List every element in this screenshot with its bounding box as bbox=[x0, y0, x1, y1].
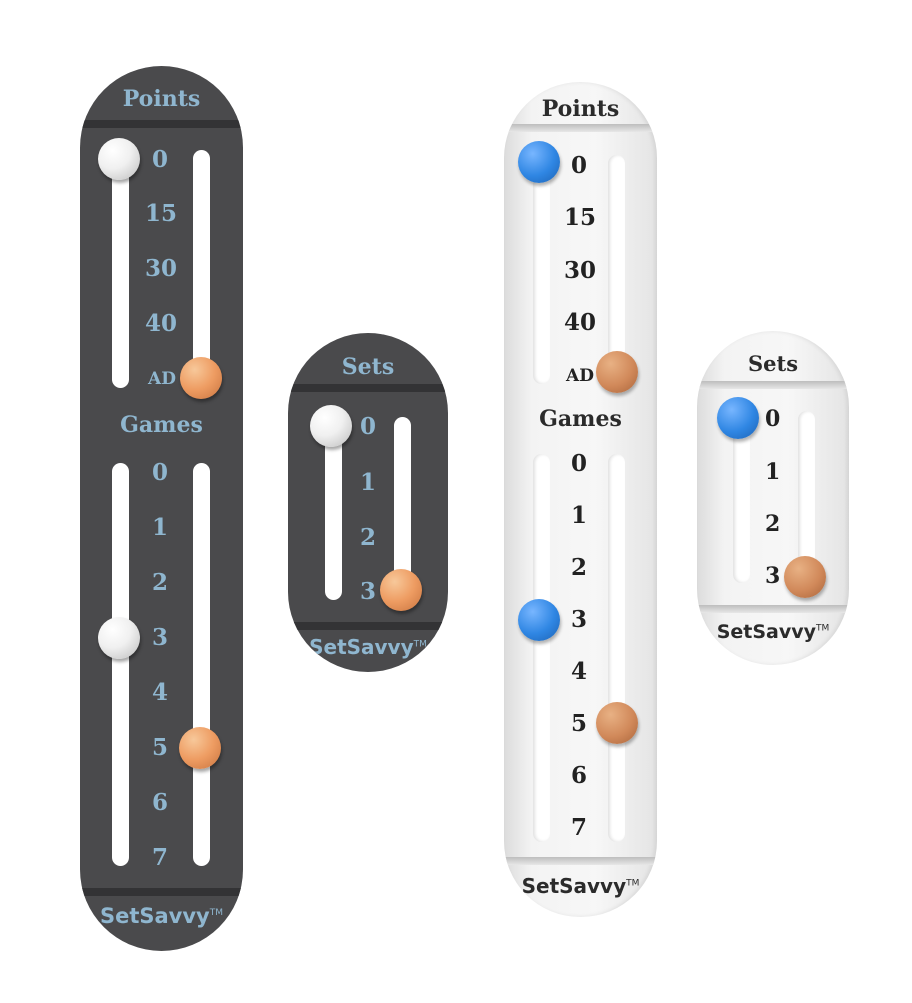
games-peg-left[interactable] bbox=[98, 617, 140, 659]
points-value: AD bbox=[566, 366, 594, 386]
brand-logo: SetSavvyTM bbox=[99, 904, 224, 928]
points-value: 0 bbox=[571, 152, 588, 179]
sets-peg-left[interactable] bbox=[717, 397, 759, 439]
sets-value: 1 bbox=[765, 459, 781, 485]
games-value: 2 bbox=[571, 554, 588, 581]
points-value: 15 bbox=[145, 200, 178, 227]
games-value: 7 bbox=[152, 844, 169, 871]
sets-peg-left[interactable] bbox=[310, 405, 352, 447]
divider-band bbox=[697, 605, 849, 613]
points-value: 40 bbox=[145, 310, 178, 337]
light-sets-scoreboard: Sets 0 1 2 3 SetSavvyTM bbox=[697, 331, 849, 665]
sets-label: Sets bbox=[341, 354, 395, 380]
sets-value: 0 bbox=[765, 406, 781, 432]
games-track-left[interactable] bbox=[112, 463, 129, 866]
games-value: 0 bbox=[571, 450, 588, 477]
sets-value: 3 bbox=[360, 578, 377, 605]
games-value: 3 bbox=[152, 624, 169, 651]
points-peg-right[interactable] bbox=[180, 357, 222, 399]
points-value: 30 bbox=[564, 257, 597, 284]
sets-value: 3 bbox=[765, 563, 781, 589]
games-track-left[interactable] bbox=[533, 454, 550, 842]
divider-band bbox=[504, 857, 657, 865]
sets-track-left[interactable] bbox=[325, 412, 342, 600]
sets-value: 1 bbox=[360, 469, 377, 496]
divider-band bbox=[288, 384, 448, 392]
points-value: 15 bbox=[564, 204, 597, 231]
games-label: Games bbox=[539, 406, 622, 432]
sets-value: 0 bbox=[360, 413, 377, 440]
points-label: Points bbox=[541, 96, 620, 122]
games-label: Games bbox=[120, 412, 203, 438]
brand-logo: SetSavvyTM bbox=[309, 635, 427, 659]
points-value: 30 bbox=[145, 255, 178, 282]
sets-value: 2 bbox=[765, 511, 781, 537]
games-value: 7 bbox=[571, 814, 588, 841]
sets-track-left[interactable] bbox=[733, 411, 750, 583]
points-track-left[interactable] bbox=[112, 146, 129, 388]
dark-sets-scoreboard: Sets 0 1 2 3 SetSavvyTM bbox=[288, 333, 448, 672]
points-label: Points bbox=[122, 86, 201, 112]
games-track-right[interactable] bbox=[193, 463, 210, 866]
brand-logo: SetSavvyTM bbox=[521, 874, 640, 898]
divider-band bbox=[697, 381, 849, 389]
games-value: 5 bbox=[571, 710, 588, 737]
points-value: 40 bbox=[564, 309, 597, 336]
games-value: 6 bbox=[571, 762, 588, 789]
games-value: 6 bbox=[152, 789, 169, 816]
points-track-left[interactable] bbox=[533, 162, 550, 384]
points-track-right[interactable] bbox=[193, 150, 210, 386]
divider-band bbox=[288, 622, 448, 630]
games-peg-right[interactable] bbox=[596, 702, 638, 744]
games-value: 5 bbox=[152, 734, 169, 761]
points-peg-right[interactable] bbox=[596, 351, 638, 393]
sets-value: 2 bbox=[360, 524, 377, 551]
sets-peg-right[interactable] bbox=[784, 556, 826, 598]
games-value: 1 bbox=[571, 502, 588, 529]
games-value: 2 bbox=[152, 569, 169, 596]
brand-logo: SetSavvyTM bbox=[716, 621, 830, 643]
points-value: 0 bbox=[152, 146, 169, 173]
dark-main-scoreboard: Points 0 15 30 40 AD Games 0 1 2 3 4 5 6… bbox=[80, 66, 243, 951]
games-peg-right[interactable] bbox=[179, 727, 221, 769]
games-value: 4 bbox=[152, 679, 169, 706]
light-main-scoreboard: Points 0 15 30 40 AD Games 0 1 2 3 4 5 6… bbox=[504, 82, 657, 917]
games-value: 0 bbox=[152, 459, 169, 486]
games-peg-left[interactable] bbox=[518, 599, 560, 641]
sets-label: Sets bbox=[747, 351, 799, 376]
games-value: 1 bbox=[152, 514, 169, 541]
divider-band bbox=[504, 124, 657, 132]
points-value: AD bbox=[148, 369, 176, 389]
sets-peg-right[interactable] bbox=[380, 569, 422, 611]
sets-track-right[interactable] bbox=[798, 411, 815, 591]
points-track-right[interactable] bbox=[608, 155, 625, 377]
divider-band bbox=[80, 120, 243, 128]
points-peg-left[interactable] bbox=[98, 138, 140, 180]
points-peg-left[interactable] bbox=[518, 141, 560, 183]
games-value: 4 bbox=[571, 658, 588, 685]
games-value: 3 bbox=[571, 606, 588, 633]
games-track-right[interactable] bbox=[608, 454, 625, 842]
divider-band bbox=[80, 888, 243, 896]
sets-track-right[interactable] bbox=[394, 417, 411, 601]
